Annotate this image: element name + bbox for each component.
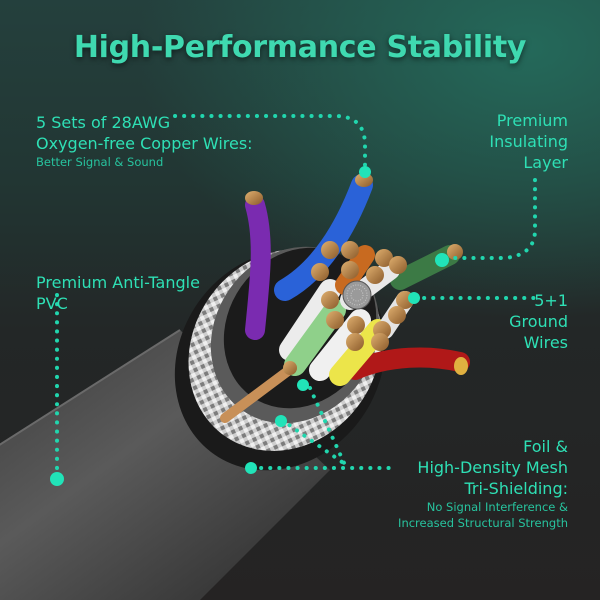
callout-copper-wires: 5 Sets of 28AWG Oxygen-free Copper Wires… xyxy=(36,112,253,170)
dot-mesh xyxy=(245,462,257,474)
callout-ground-line2: Ground xyxy=(509,312,568,331)
dot-copper xyxy=(359,166,371,178)
callout-shield-line1: Foil & xyxy=(523,437,568,456)
wires xyxy=(220,173,470,423)
callout-pvc-line1: Premium Anti-Tangle xyxy=(36,273,200,292)
callout-copper-line1: 5 Sets of 28AWG xyxy=(36,113,171,132)
callout-shield-sub1: No Signal Interference & xyxy=(426,500,568,514)
callout-ground-line1: 5+1 xyxy=(534,291,568,310)
dot-pvc xyxy=(50,472,64,486)
callout-insulating-layer: Premium Insulating Layer xyxy=(489,110,568,173)
callout-shield-sub2: Increased Structural Strength xyxy=(398,516,568,530)
dot-foil xyxy=(275,415,287,427)
page-title: High-Performance Stability xyxy=(73,30,527,65)
leader-lines xyxy=(55,114,537,477)
callout-tri-shielding: Foil & High-Density Mesh Tri-Shielding: … xyxy=(398,436,568,531)
callout-pvc-line2: PVC xyxy=(36,294,68,313)
callout-copper-line2: Oxygen-free Copper Wires: xyxy=(36,134,253,153)
callout-shield-line2: High-Density Mesh xyxy=(417,458,568,477)
callout-ground-line3: Wires xyxy=(523,333,568,352)
callout-insulating-line2: Insulating xyxy=(489,132,568,151)
dot-insulating xyxy=(435,253,449,267)
callout-dots xyxy=(50,166,449,486)
callout-ground-wires: 5+1 Ground Wires xyxy=(509,290,568,353)
callout-anti-tangle-pvc: Premium Anti-Tangle PVC xyxy=(36,272,200,314)
callout-insulating-line3: Layer xyxy=(523,153,568,172)
dot-drain xyxy=(297,379,309,391)
callout-insulating-line1: Premium xyxy=(496,111,568,130)
callout-shield-line3: Tri-Shielding: xyxy=(464,479,568,498)
callout-copper-sub: Better Signal & Sound xyxy=(36,155,164,169)
dot-ground xyxy=(408,292,420,304)
